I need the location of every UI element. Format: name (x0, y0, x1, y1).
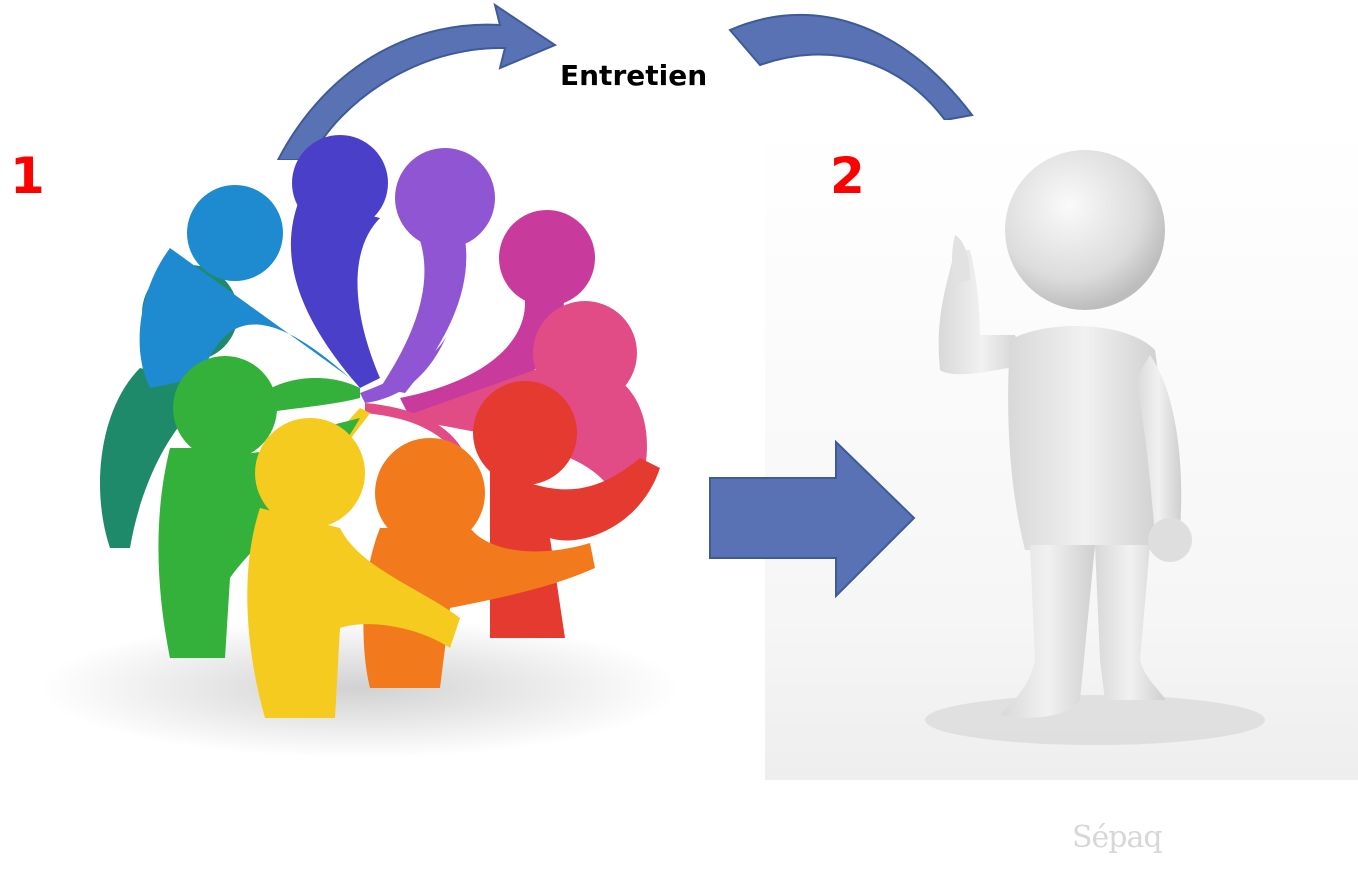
curved-arrow-left-icon (276, 2, 558, 160)
step-number-2: 2 (830, 147, 865, 205)
top-label-box: Entretien relationnel (560, 52, 750, 112)
curved-arrow-right-icon (728, 13, 974, 122)
step-number-1: 1 (10, 147, 45, 205)
right-arrow-icon (709, 440, 916, 599)
figure-yellow (247, 418, 460, 718)
thumbs-up-person-icon (765, 120, 1358, 780)
top-label: Entretien relationnel (560, 59, 732, 112)
watermark: Sépaq (1072, 820, 1163, 855)
figure-blue (139, 185, 350, 388)
teamwork-figures-icon (40, 135, 680, 758)
figure-red (473, 381, 660, 638)
figure-indigo (290, 135, 388, 388)
figure-violet (380, 148, 495, 393)
figure-orange (363, 438, 595, 688)
curved-arrows (276, 2, 974, 160)
